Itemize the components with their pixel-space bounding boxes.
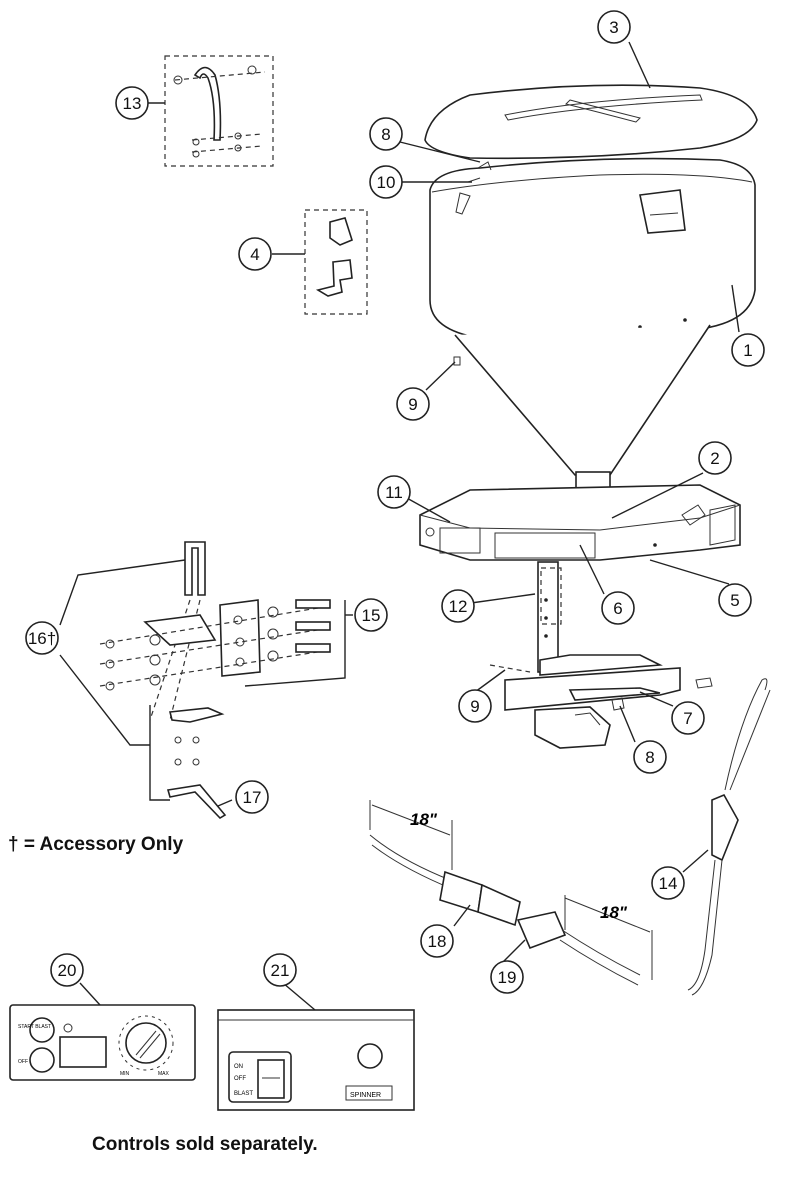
callout-number: 13 (123, 94, 142, 113)
callout-number: 11 (385, 483, 403, 502)
callout-circle (597, 10, 631, 44)
callout-number: 20 (58, 961, 77, 980)
wire-harness (369, 800, 653, 986)
control21-off-label: OFF (234, 1076, 246, 1082)
control-21 (217, 1009, 415, 1111)
callout-circle (441, 589, 475, 623)
spinner-base-frame (419, 484, 741, 561)
callout-number: 18 (428, 932, 447, 951)
callout-9a: 9 (396, 387, 430, 421)
callout-1: 1 (731, 333, 765, 367)
callout-12: 12 (441, 589, 475, 623)
callout-19: 19 (490, 960, 524, 994)
callout-number: 8 (381, 125, 390, 144)
callout-circle (25, 621, 59, 655)
callout-2: 2 (698, 441, 732, 475)
controls-note: Controls sold separately. (92, 1134, 318, 1155)
callout-circle (238, 237, 272, 271)
callout-5: 5 (718, 583, 752, 617)
control21-spinner-label: SPINNER (350, 1092, 381, 1099)
callout-circle (671, 701, 705, 735)
callout-number: 8 (645, 748, 654, 767)
callout-circle (115, 86, 149, 120)
callout-17: 17 (235, 780, 269, 814)
callout-13: 13 (115, 86, 149, 120)
control20-min-label: MIN (120, 1071, 130, 1077)
callout-number: 16† (28, 629, 56, 648)
hardware-kit-13 (164, 55, 274, 167)
control20-off-label: OFF (18, 1059, 28, 1065)
callout-number: 9 (470, 697, 479, 716)
callout-number: 5 (730, 591, 739, 610)
callout-number: 12 (449, 597, 468, 616)
callout-circle (731, 333, 765, 367)
callout-8a: 8 (369, 117, 403, 151)
callout-circle (235, 780, 269, 814)
callout-number: 3 (609, 18, 618, 37)
callout-number: 14 (659, 874, 678, 893)
callout-14: 14 (651, 866, 685, 900)
control-20 (9, 1004, 196, 1081)
dimension-label-19: 18" (600, 903, 628, 922)
callout-circle (601, 591, 635, 625)
callout-number: 4 (250, 245, 259, 264)
control21-on-label: ON (234, 1064, 243, 1070)
callout-circle (651, 866, 685, 900)
accessory-note: † = Accessory Only (8, 834, 184, 855)
control20-start-label: START BLAST (18, 1024, 51, 1030)
callout-circle (50, 953, 84, 987)
latch-kit-4 (304, 209, 368, 315)
callout-number: 1 (743, 341, 752, 360)
callout-9b: 9 (458, 689, 492, 723)
callout-number: 10 (377, 173, 396, 192)
callout-number: 17 (243, 788, 262, 807)
callout-4: 4 (238, 237, 272, 271)
callout-circle (420, 924, 454, 958)
callout-6: 6 (601, 591, 635, 625)
callout-circle (369, 117, 403, 151)
callout-circle (369, 165, 403, 199)
callout-number: 7 (683, 709, 692, 728)
callout-10: 10 (369, 165, 403, 199)
callout-circle (377, 475, 411, 509)
callout-8b: 8 (633, 740, 667, 774)
callout-circle (458, 689, 492, 723)
callout-circle (396, 387, 430, 421)
mount-bracket (489, 561, 713, 749)
bungee-strap (687, 678, 771, 996)
dimension-label-18: 18" (410, 810, 438, 829)
hopper-body (429, 157, 756, 533)
callout-circle (633, 740, 667, 774)
callout-circle (698, 441, 732, 475)
callout-21: 21 (263, 953, 297, 987)
callout-15: 15 (354, 598, 388, 632)
callout-number: 21 (271, 961, 290, 980)
control20-max-label: MAX (158, 1071, 170, 1077)
callout-number: 6 (613, 599, 622, 618)
callout-16: 16† (25, 621, 59, 655)
callout-circle (263, 953, 297, 987)
callout-7: 7 (671, 701, 705, 735)
callout-circle (354, 598, 388, 632)
callout-circle (490, 960, 524, 994)
callout-18: 18 (420, 924, 454, 958)
callout-circle (718, 583, 752, 617)
callout-3: 3 (597, 10, 631, 44)
callout-number: 9 (408, 395, 417, 414)
mounting-hardware-15-17 (99, 541, 331, 820)
callout-11: 11 (377, 475, 411, 509)
control21-blast-label: BLAST (234, 1091, 253, 1097)
leader-lines (59, 41, 740, 1011)
hopper-lid (424, 84, 758, 160)
callout-number: 15 (362, 606, 381, 625)
callout-20: 20 (50, 953, 84, 987)
callout-number: 2 (710, 449, 719, 468)
callout-number: 19 (498, 968, 517, 987)
